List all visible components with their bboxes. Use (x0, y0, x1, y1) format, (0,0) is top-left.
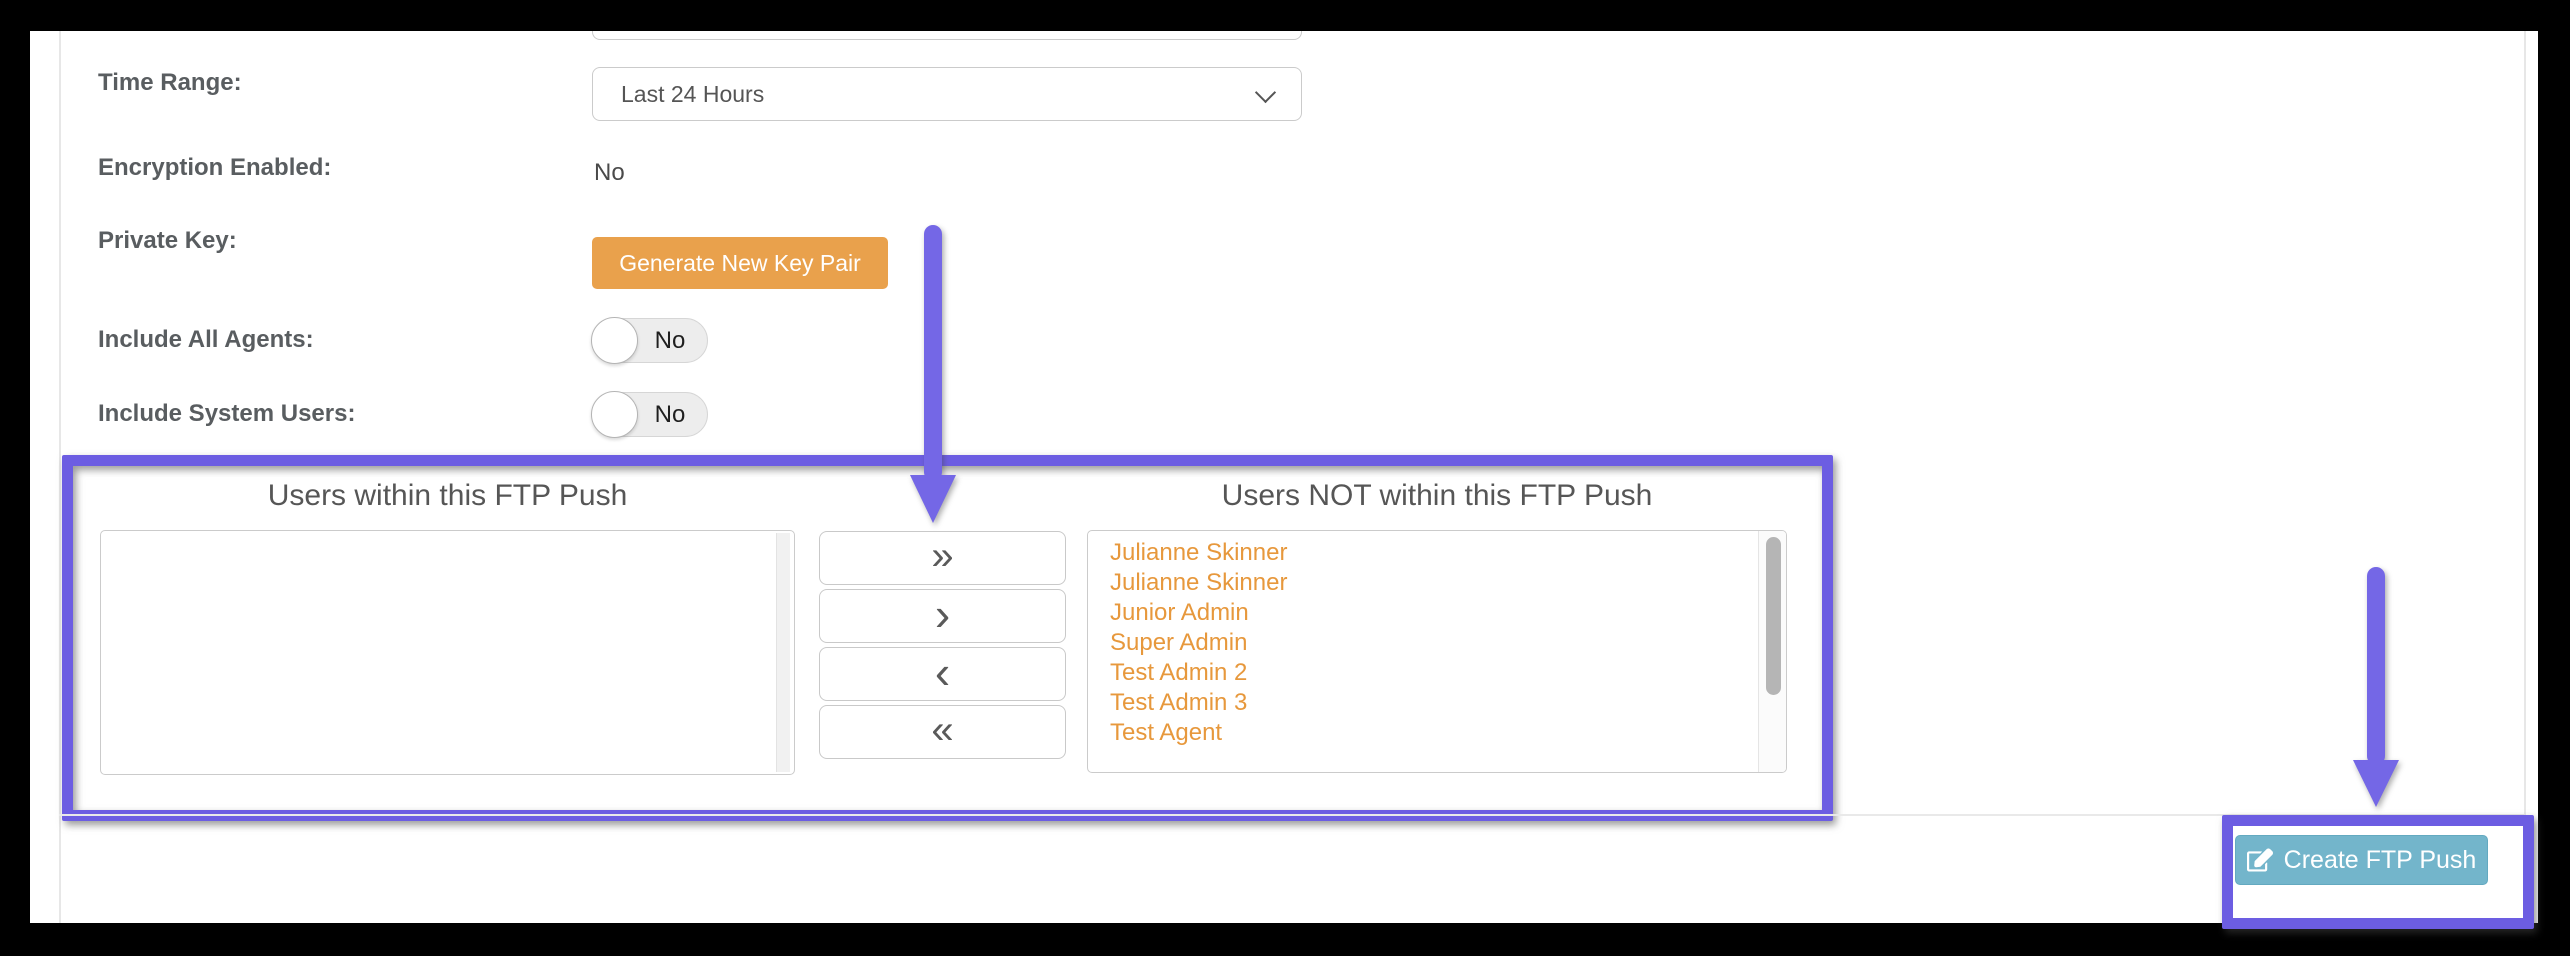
private-key-label: Private Key: (98, 227, 237, 254)
time-range-selected-value: Last 24 Hours (621, 80, 765, 107)
move-all-right-button[interactable]: » (819, 531, 1066, 585)
users-within-listbox[interactable] (100, 530, 795, 775)
right-listbox-scrollbar-thumb[interactable] (1766, 537, 1781, 695)
include-all-agents-toggle[interactable]: No (591, 317, 708, 364)
list-item[interactable]: Test Admin 3 (1110, 689, 1248, 716)
list-item[interactable]: Julianne Skinner (1110, 569, 1288, 596)
right-listbox-scrollbar-track[interactable] (1758, 531, 1786, 772)
users-not-within-header: Users NOT within this FTP Push (1221, 479, 1653, 512)
create-ftp-push-button[interactable]: Create FTP Push (2235, 835, 2488, 885)
list-item[interactable]: Junior Admin (1110, 599, 1249, 626)
pencil-square-icon (2246, 848, 2273, 872)
move-right-button[interactable]: › (819, 589, 1066, 643)
generate-key-pair-button[interactable]: Generate New Key Pair (592, 237, 888, 289)
toggle-knob (591, 317, 638, 364)
move-left-button[interactable]: ‹ (819, 647, 1066, 701)
footer-divider (59, 814, 2525, 816)
users-within-header: Users within this FTP Push (267, 479, 628, 512)
time-range-label: Time Range: (98, 69, 242, 96)
toggle-state-label: No (654, 326, 686, 354)
include-all-agents-label: Include All Agents: (98, 326, 314, 353)
left-listbox-scrollbar[interactable] (776, 533, 790, 772)
annotation-arrow-down-2 (2353, 567, 2399, 807)
encryption-enabled-value: No (594, 159, 625, 186)
include-system-users-label: Include System Users: (98, 400, 356, 427)
page-background: Time Range: Last 24 Hours Encryption Ena… (30, 31, 2538, 929)
encryption-enabled-label: Encryption Enabled: (98, 154, 332, 181)
cropped-select-field[interactable] (592, 31, 1302, 40)
card-right-border (2524, 31, 2526, 923)
move-all-left-button[interactable]: « (819, 705, 1066, 759)
list-item[interactable]: Test Agent (1110, 719, 1223, 746)
list-item[interactable]: Test Admin 2 (1110, 659, 1248, 686)
list-item[interactable]: Julianne Skinner (1110, 539, 1288, 566)
include-system-users-toggle[interactable]: No (591, 391, 708, 438)
card-left-border (59, 31, 61, 923)
time-range-select[interactable]: Last 24 Hours (592, 67, 1302, 121)
toggle-knob (591, 391, 638, 438)
list-item[interactable]: Super Admin (1110, 629, 1248, 656)
chevron-down-icon (1254, 81, 1277, 104)
create-ftp-push-label: Create FTP Push (2283, 845, 2477, 874)
annotation-arrow-down-1 (910, 225, 956, 523)
toggle-state-label: No (654, 400, 686, 428)
